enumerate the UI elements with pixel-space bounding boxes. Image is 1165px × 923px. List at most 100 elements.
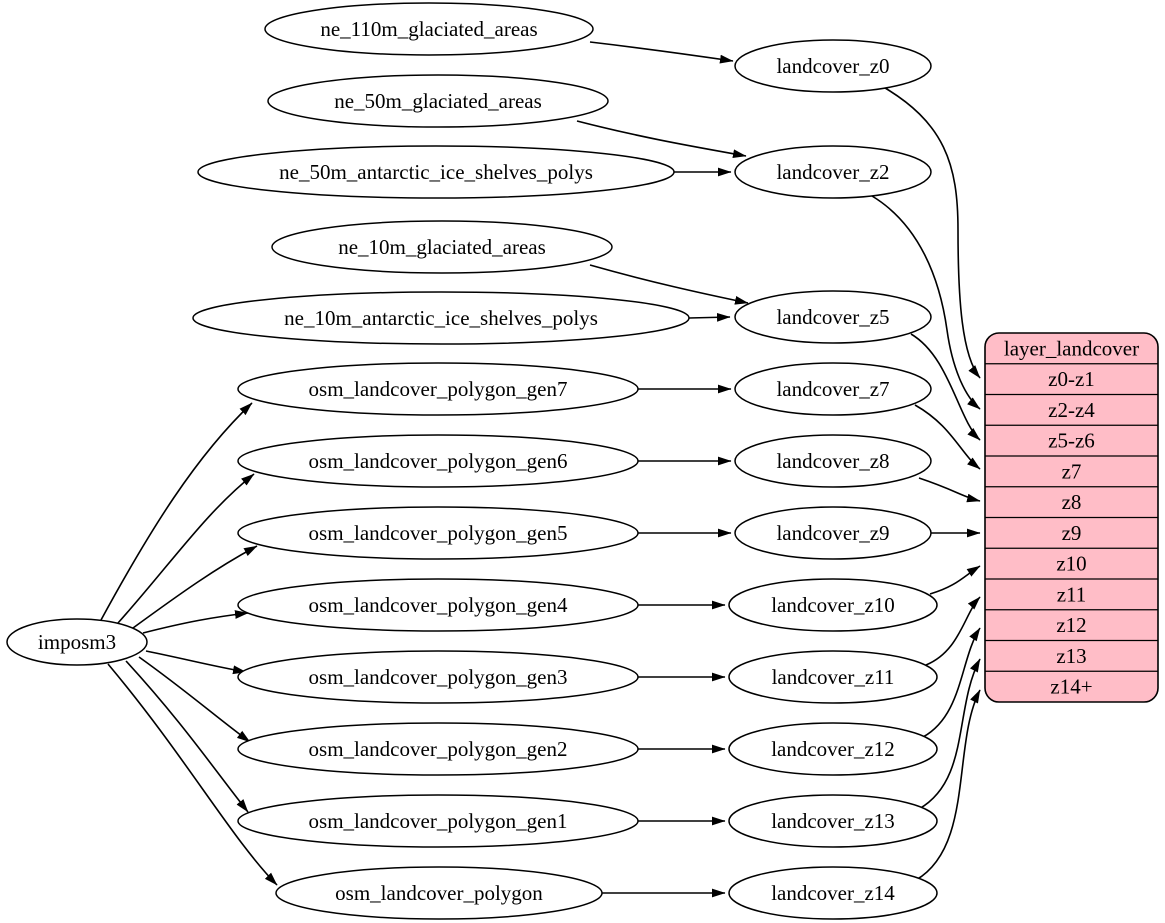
node-landcover-z13: landcover_z13 [728, 794, 938, 848]
node-label: landcover_z5 [776, 305, 889, 329]
node-osm-landcover-polygon: osm_landcover_polygon [275, 866, 603, 920]
node-landcover-z12: landcover_z12 [728, 722, 938, 776]
node-osm-landcover-polygon-gen1: osm_landcover_polygon_gen1 [237, 794, 639, 848]
node-landcover-z10: landcover_z10 [728, 578, 938, 632]
table-row-z10: z10 [1056, 552, 1086, 576]
node-ne-10m-glaciated-areas: ne_10m_glaciated_areas [271, 220, 613, 274]
edge-imposm3-to-osm-landcover-polygon-gen1 [125, 660, 249, 813]
layer-landcover-table: layer_landcoverz0-z1z2-z4z5-z6z7z8z9z10z… [984, 332, 1159, 703]
edge-imposm3-to-osm-landcover-polygon-gen4 [142, 610, 249, 634]
table-row-z0-z1: z0-z1 [1048, 367, 1095, 391]
node-label: osm_landcover_polygon_gen5 [309, 521, 568, 545]
node-landcover-z14: landcover_z14 [728, 866, 938, 920]
table-title: layer_landcover [1004, 336, 1139, 360]
edge-imposm3-to-osm-landcover-polygon-gen2 [138, 656, 251, 743]
edge-landcover-z11-to-layer-landcover-z11 [925, 596, 981, 666]
edge-landcover-z14-to-layer-landcover-z14- [915, 689, 981, 881]
node-landcover-z0: landcover_z0 [734, 39, 932, 93]
node-label: landcover_z9 [776, 521, 889, 545]
edge-landcover-z12-to-layer-landcover-z12 [922, 627, 981, 738]
node-label: landcover_z7 [776, 377, 889, 401]
node-ellipse [728, 578, 938, 632]
node-osm-landcover-polygon-gen6: osm_landcover_polygon_gen6 [237, 434, 639, 488]
edge-landcover-z5-to-layer-landcover-z5-z6 [910, 333, 981, 441]
node-ellipse [237, 578, 639, 632]
node-ellipse [734, 39, 932, 93]
node-ellipse [192, 291, 690, 345]
node-ellipse [275, 866, 603, 920]
node-landcover-z2: landcover_z2 [734, 145, 932, 199]
table-row-z8: z8 [1062, 490, 1082, 514]
node-ellipse [197, 145, 675, 199]
node-ellipse [237, 434, 639, 488]
table-row-z12: z12 [1056, 613, 1086, 637]
edge-landcover-z7-to-layer-landcover-z7 [914, 404, 981, 470]
node-ellipse [728, 866, 938, 920]
edge-ne-10m-antarctic-ice-shelves-polys-to-landcover-z5 [688, 312, 731, 322]
node-label: landcover_z0 [776, 54, 889, 78]
node-landcover-z8: landcover_z8 [734, 434, 932, 488]
node-osm-landcover-polygon-gen2: osm_landcover_polygon_gen2 [237, 722, 639, 776]
node-ne-10m-antarctic-ice-shelves-polys: ne_10m_antarctic_ice_shelves_polys [192, 291, 690, 345]
edge-landcover-z2-to-layer-landcover-z2-z4 [871, 195, 981, 410]
edge-landcover-z0-to-layer-landcover-z0-z1 [879, 84, 981, 379]
edge-ne-110m-glaciated-areas-to-landcover-z0 [589, 41, 734, 64]
node-osm-landcover-polygon-gen7: osm_landcover_polygon_gen7 [237, 362, 639, 416]
node-landcover-z5: landcover_z5 [734, 290, 932, 344]
edge-ne-50m-glaciated-areas-to-landcover-z2 [576, 120, 747, 159]
node-label: imposm3 [38, 630, 116, 654]
table-row-z2-z4: z2-z4 [1048, 398, 1095, 422]
node-ne-110m-glaciated-areas: ne_110m_glaciated_areas [264, 2, 594, 56]
edge-ne-10m-glaciated-areas-to-landcover-z5 [589, 264, 749, 305]
node-ellipse [237, 650, 639, 704]
node-label: osm_landcover_polygon [335, 881, 543, 905]
node-ellipse [264, 2, 594, 56]
edge-landcover-z13-to-layer-landcover-z13 [918, 658, 981, 810]
edge-landcover-z10-to-layer-landcover-z10 [929, 565, 981, 595]
node-label: ne_50m_glaciated_areas [334, 89, 542, 113]
node-label: ne_110m_glaciated_areas [320, 17, 537, 41]
node-label: landcover_z13 [771, 809, 895, 833]
node-label: landcover_z14 [771, 881, 895, 905]
node-landcover-z11: landcover_z11 [728, 650, 938, 704]
edge-imposm3-to-osm-landcover-polygon-gen7 [100, 402, 253, 621]
node-osm-landcover-polygon-gen4: osm_landcover_polygon_gen4 [237, 578, 639, 632]
node-landcover-z9: landcover_z9 [734, 506, 932, 560]
node-ellipse [734, 434, 932, 488]
node-ellipse [734, 362, 932, 416]
node-ellipse [728, 794, 938, 848]
node-osm-landcover-polygon-gen3: osm_landcover_polygon_gen3 [237, 650, 639, 704]
edge-imposm3-to-osm-landcover-polygon-gen6 [117, 473, 255, 624]
table-row-z5-z6: z5-z6 [1048, 429, 1095, 453]
node-ellipse [728, 650, 938, 704]
node-ellipse [237, 722, 639, 776]
edge-imposm3-to-osm-landcover-polygon [107, 663, 278, 886]
edge-imposm3-to-osm-landcover-polygon-gen5 [132, 545, 258, 629]
node-ellipse [237, 794, 639, 848]
edge-landcover-z8-to-layer-landcover-z8 [918, 477, 981, 503]
node-ellipse [237, 506, 639, 560]
node-label: osm_landcover_polygon_gen3 [309, 665, 568, 689]
node-ne-50m-glaciated-areas: ne_50m_glaciated_areas [267, 74, 609, 128]
node-label: osm_landcover_polygon_gen6 [309, 449, 568, 473]
node-label: landcover_z2 [776, 160, 889, 184]
node-label: landcover_z10 [771, 593, 895, 617]
node-ellipse [728, 722, 938, 776]
table-row-z11: z11 [1057, 582, 1087, 606]
node-ellipse [734, 290, 932, 344]
node-ellipse [734, 145, 932, 199]
node-label: landcover_z11 [772, 665, 895, 689]
node-label: osm_landcover_polygon_gen1 [309, 809, 568, 833]
node-osm-landcover-polygon-gen5: osm_landcover_polygon_gen5 [237, 506, 639, 560]
node-label: ne_10m_antarctic_ice_shelves_polys [284, 306, 598, 330]
node-label: ne_10m_glaciated_areas [338, 235, 546, 259]
node-ellipse [734, 506, 932, 560]
node-label: osm_landcover_polygon_gen4 [309, 593, 568, 617]
node-imposm3: imposm3 [6, 618, 148, 666]
node-ellipse [271, 220, 613, 274]
table-row-z9: z9 [1062, 521, 1082, 545]
node-ellipse [6, 618, 148, 666]
node-label: landcover_z8 [776, 449, 889, 473]
